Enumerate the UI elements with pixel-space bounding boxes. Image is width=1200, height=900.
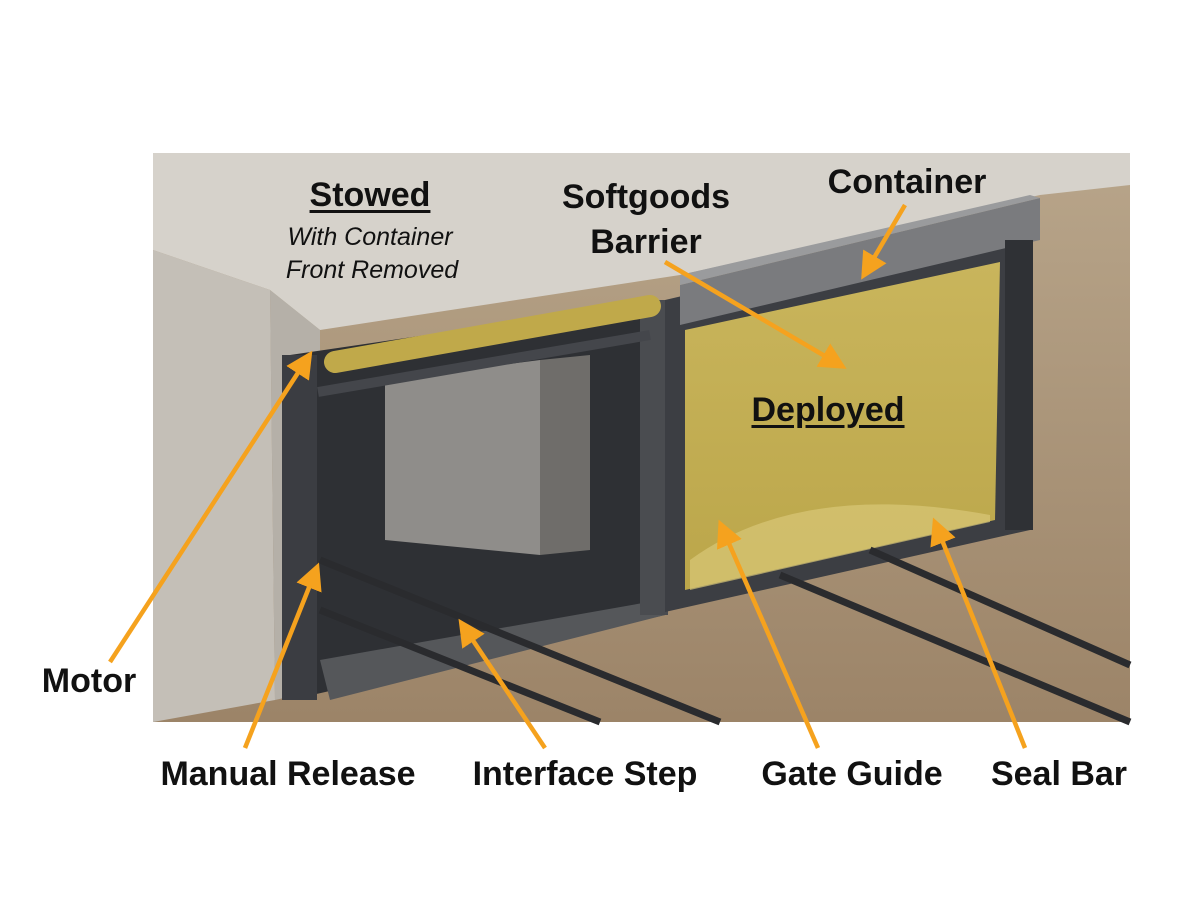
concrete-block xyxy=(153,250,275,722)
softgoods-label-line2: Barrier xyxy=(590,223,702,261)
softgoods-label-line1: Softgoods xyxy=(561,178,731,216)
softgoods-arrow xyxy=(663,260,847,369)
deployed-label: Deployed xyxy=(751,391,905,429)
container-label: Container xyxy=(827,163,987,201)
manual-release-label: Manual Release xyxy=(160,755,416,793)
stowed-label: Stowed xyxy=(309,176,431,214)
seal-bar-label: Seal Bar xyxy=(990,755,1128,793)
rails xyxy=(318,546,1132,726)
concrete-top xyxy=(153,153,1130,330)
gate-guide-label: Gate Guide xyxy=(761,755,943,793)
stowed-note-line2: Front Removed xyxy=(285,256,459,284)
gate-guide-arrow xyxy=(717,519,821,749)
stowed-roller xyxy=(324,295,661,373)
seal-bar-arrow xyxy=(930,517,1028,749)
interface-step-label: Interface Step xyxy=(472,755,698,793)
motor-arrow xyxy=(108,350,313,664)
stowed-note-line1: With Container xyxy=(287,223,453,251)
interface-step-arrow xyxy=(458,618,547,750)
container xyxy=(680,198,1040,325)
motor-label: Motor xyxy=(41,662,137,700)
manual-release-arrow xyxy=(242,562,322,749)
container-arrow xyxy=(861,203,907,280)
